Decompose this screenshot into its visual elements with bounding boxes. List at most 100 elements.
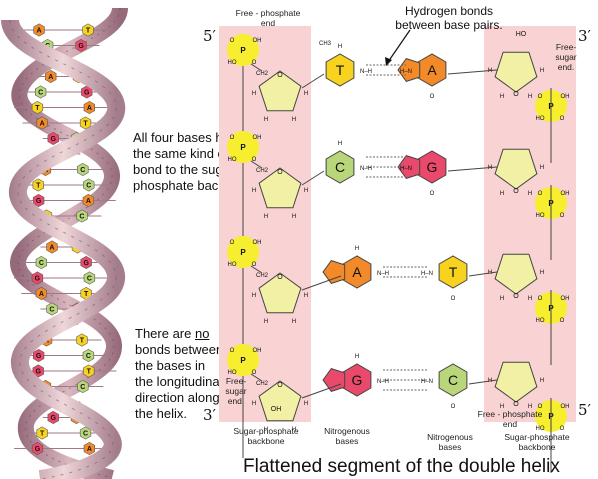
- base-letter: T: [336, 62, 345, 78]
- helix-base-letter: G: [51, 415, 57, 422]
- ch2-label: CH2: [256, 168, 269, 174]
- helix-strand-front: [1, 18, 126, 479]
- helix-base-letter: A: [40, 121, 45, 128]
- helix-base-letter: G: [78, 43, 84, 50]
- helix-base-A: [83, 441, 95, 456]
- helix-base-letter: T: [86, 28, 91, 35]
- base-T: T: [438, 255, 468, 289]
- sugar-h-label: H: [304, 91, 308, 97]
- label-backbone-right: Sugar-phosphate backbone: [504, 432, 570, 452]
- hn-label: H–N: [400, 166, 412, 172]
- phosphate-ho-label: HO: [228, 60, 237, 66]
- helix-base-letter: T: [87, 369, 92, 376]
- sugar-o-label: O: [513, 401, 519, 408]
- helix-base-C: [77, 162, 89, 177]
- sugar-pentagon: [258, 380, 302, 422]
- end-label-bottom-right: 5′: [578, 401, 591, 419]
- phosphate-ho-label: HO: [536, 213, 545, 219]
- base-letter: G: [352, 372, 363, 388]
- helix-base-T: [83, 364, 95, 378]
- helix-base-T: [36, 426, 48, 440]
- helix-base-letter: T: [35, 105, 40, 112]
- sugar-o-label: O: [277, 72, 283, 79]
- bond-line: [250, 265, 263, 274]
- sugar-h-label: H: [500, 191, 504, 197]
- h-label: H: [355, 354, 359, 360]
- helix-base-letter: G: [84, 90, 90, 97]
- phosphate-o-label: O: [538, 94, 543, 100]
- glycosidic-bond: [301, 73, 325, 89]
- sugar-pentagon: [258, 167, 302, 209]
- h-label: H: [355, 246, 359, 252]
- phosphate-ho-label: HO: [536, 426, 545, 432]
- sugar-o-label: O: [277, 274, 283, 281]
- sugar-h-label: H: [540, 270, 544, 276]
- helix-base-C: [34, 85, 47, 99]
- annotation-hydrogen-bonds: Hydrogen bonds between base pairs.: [395, 4, 503, 32]
- base-letter: A: [352, 264, 362, 280]
- base-ring: [325, 150, 355, 184]
- caption: Flattened segment of the double helix: [243, 456, 560, 477]
- sugar-pentagon: [494, 148, 538, 190]
- sugar-h-label: H: [292, 427, 296, 433]
- helix-base-letter: A: [49, 245, 54, 252]
- ch2-label: CH2: [256, 71, 269, 77]
- helix-base-A: [33, 23, 45, 37]
- sugar-h-label: H: [264, 117, 268, 123]
- phosphate-o-label: O: [230, 135, 235, 141]
- hydrogen-bonds: [383, 369, 427, 391]
- glycosidic-bond: [301, 275, 342, 291]
- helix-base-letter: C: [79, 214, 84, 221]
- base-T: T: [325, 53, 355, 87]
- h-label: H: [338, 141, 342, 147]
- helix-base-letter: C: [39, 260, 44, 267]
- helix-base-letter: C: [38, 90, 43, 97]
- helix-base-T: [79, 116, 92, 130]
- base-A: A: [322, 255, 372, 289]
- helix-base-G: [80, 255, 92, 270]
- base-C: C: [325, 150, 355, 184]
- annotation-arrowhead: [385, 57, 392, 66]
- phosphate-oh-label: OH: [561, 191, 570, 197]
- nh-label: N–H: [360, 69, 372, 75]
- sugar-h-label: H: [540, 68, 544, 74]
- o-label: O: [430, 94, 435, 100]
- base-C: C: [438, 363, 468, 397]
- phosphate-p-label: P: [240, 356, 246, 365]
- annotation-arrow: [387, 29, 411, 63]
- helix-base-C: [76, 209, 88, 223]
- base-ring: [325, 53, 355, 87]
- helix-base-G: [47, 410, 59, 425]
- hn-label: H–N: [421, 379, 433, 385]
- o-label: O: [430, 191, 435, 197]
- helix-base-letter: A: [37, 28, 42, 35]
- phosphate-o2-label: O: [252, 60, 257, 66]
- glycosidic-bond: [447, 69, 498, 75]
- annotation-no-bonds: There are no bonds between the bases in …: [135, 326, 224, 421]
- ch2-label: CH2: [256, 381, 269, 387]
- helix-base-C: [83, 178, 95, 192]
- end-label-bottom-left: 3′: [203, 406, 216, 424]
- phosphate-o-label: O: [538, 296, 543, 302]
- phosphate-o2-label: O: [560, 116, 565, 122]
- sugar-h-label: H: [500, 296, 504, 302]
- base-ring: [397, 58, 421, 82]
- base-G: G: [322, 363, 372, 397]
- phosphate-o-label: O: [230, 348, 235, 354]
- sugar-pentagon: [258, 272, 302, 314]
- ch3-label: CH3: [319, 41, 332, 47]
- nh-label: N–H: [377, 271, 389, 277]
- helix-base-letter: T: [84, 291, 89, 298]
- helix-base-C: [79, 426, 92, 440]
- base-letter: G: [427, 159, 438, 175]
- bond-line: [250, 373, 263, 382]
- phosphate-oh-label: OH: [253, 240, 262, 246]
- sugar-h-label: H: [264, 319, 268, 325]
- label-bases-left: Nitrogenous bases: [324, 426, 370, 446]
